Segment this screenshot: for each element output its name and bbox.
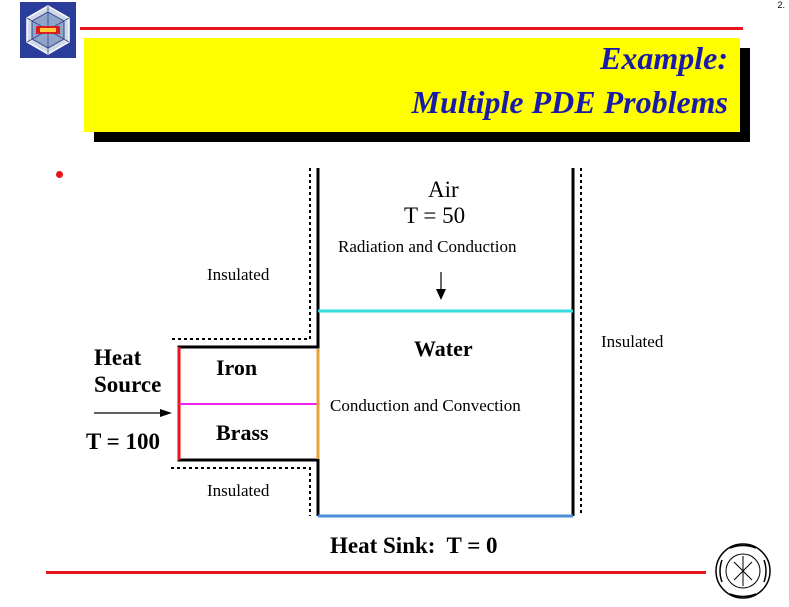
title-line-2: Multiple PDE Problems xyxy=(411,84,728,120)
heat-source-label-2: Source xyxy=(94,372,162,397)
hexagon-emblem-logo xyxy=(20,2,76,58)
insulated-label-top: Insulated xyxy=(207,265,270,284)
title-line-1: Example: xyxy=(600,40,728,76)
top-rule xyxy=(80,27,743,30)
bullet-dot xyxy=(56,171,63,178)
page-number: 2. xyxy=(777,0,785,10)
air-temperature: T = 50 xyxy=(404,203,466,228)
left-wall-insulation-top xyxy=(171,168,311,340)
title-box: Example: Multiple PDE Problems xyxy=(84,38,740,132)
insulated-label-bottom: Insulated xyxy=(207,481,270,500)
left-wall-insulation-bottom xyxy=(171,467,311,516)
brass-label: Brass xyxy=(216,420,269,445)
heat-source-label-1: Heat xyxy=(94,345,142,370)
iron-label: Iron xyxy=(216,355,258,380)
water-interface-label: Conduction and Convection xyxy=(330,396,521,415)
heat-sink-label: Heat Sink: T = 0 xyxy=(330,533,498,558)
down-arrow-icon xyxy=(436,289,446,300)
air-interface-label: Radiation and Conduction xyxy=(338,237,517,256)
air-label: Air xyxy=(428,177,459,202)
insulated-label-right: Insulated xyxy=(601,332,664,351)
purdue-seal-logo xyxy=(712,540,774,602)
left-wall xyxy=(177,168,320,516)
source-temperature: T = 100 xyxy=(86,429,161,454)
bottom-rule xyxy=(46,571,706,574)
water-label: Water xyxy=(414,336,473,361)
right-arrow-icon xyxy=(160,409,172,417)
